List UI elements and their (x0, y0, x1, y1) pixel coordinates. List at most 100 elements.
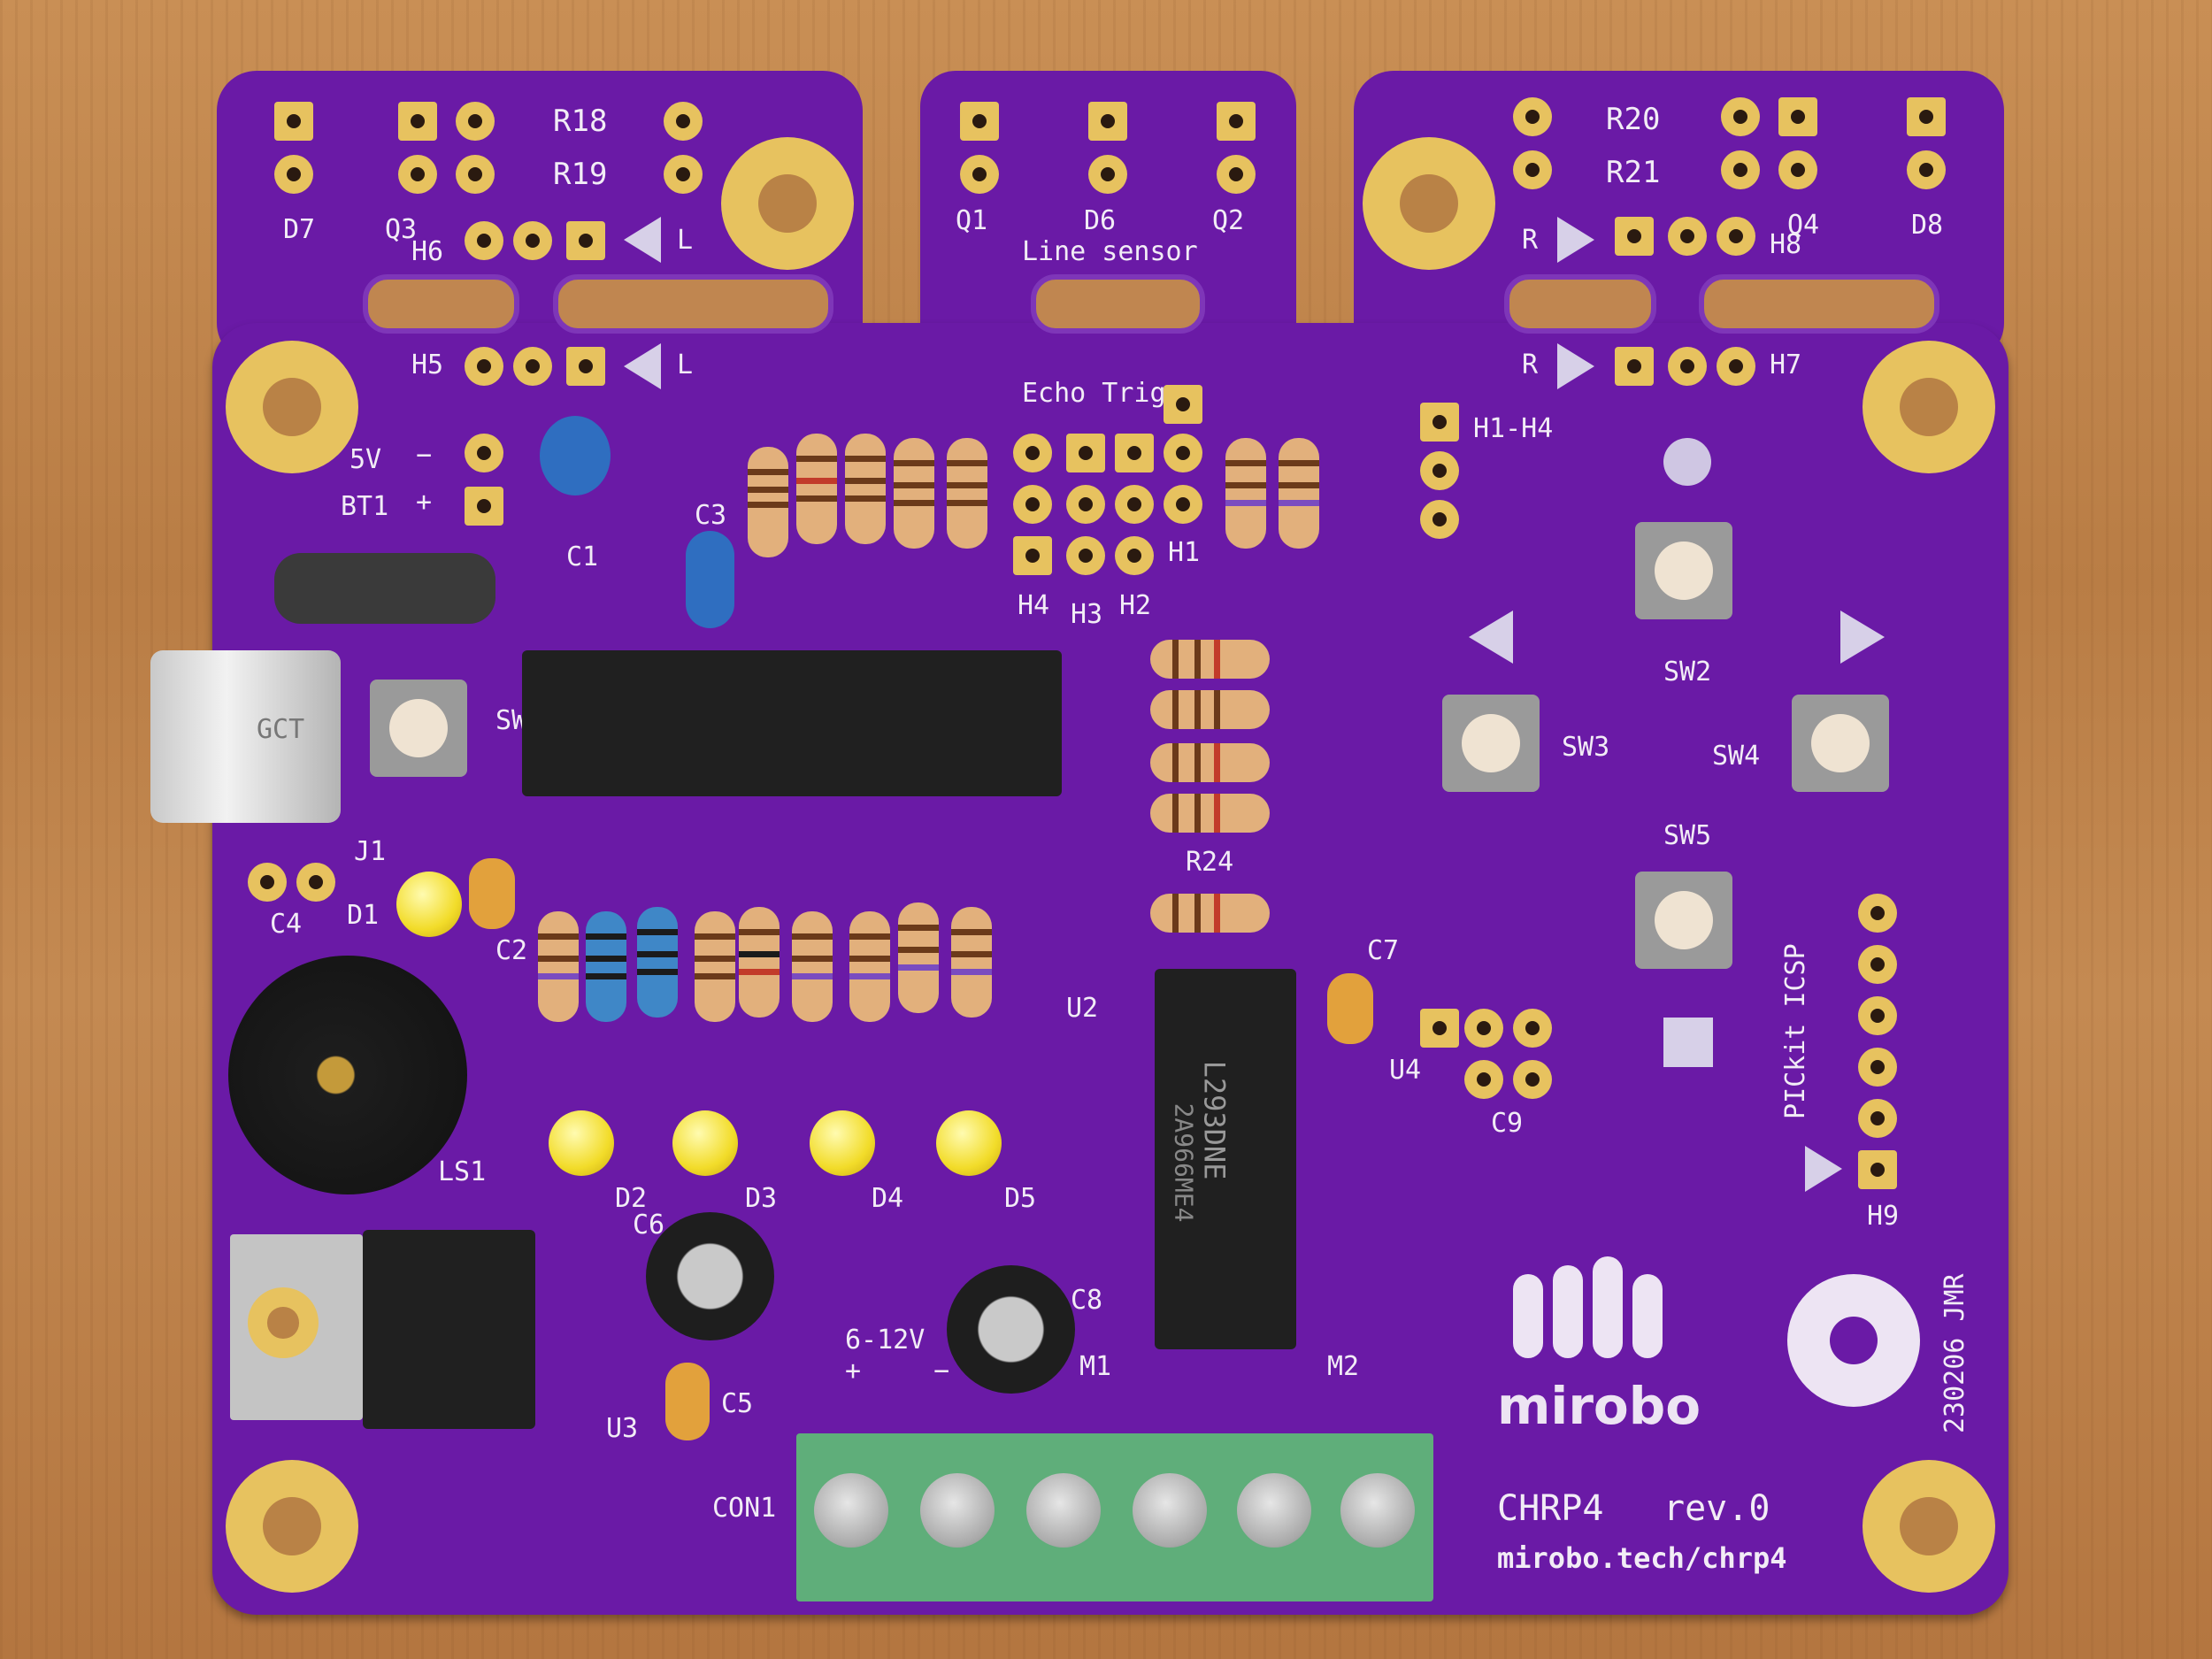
terminal-screw[interactable] (920, 1473, 995, 1548)
label-bt1: BT1 (341, 491, 389, 522)
board-revision: rev.0 (1663, 1488, 1770, 1529)
reset-button-sw1[interactable] (370, 680, 467, 777)
terminal-screw[interactable] (814, 1473, 888, 1548)
pad (1013, 485, 1052, 524)
label-q2: Q2 (1212, 205, 1245, 236)
electrolytic-capacitor-c6 (646, 1212, 774, 1340)
pad (1164, 385, 1202, 424)
breakaway-slot (1699, 274, 1939, 334)
regulator-tab-hole (248, 1287, 319, 1358)
pad (1513, 97, 1552, 136)
button-sw5[interactable] (1635, 872, 1732, 969)
label-r-bottom: R (1522, 349, 1539, 380)
terminal-screw[interactable] (1237, 1473, 1311, 1548)
terminal-screw[interactable] (1340, 1473, 1415, 1548)
resistor (845, 434, 886, 544)
label-c4: C4 (270, 909, 303, 940)
label-m1: M1 (1079, 1351, 1112, 1382)
pad (1858, 945, 1897, 984)
resistor (947, 438, 987, 549)
label-c1: C1 (566, 541, 599, 572)
label-h4: H4 (1018, 590, 1050, 621)
terminal-screw[interactable] (1026, 1473, 1101, 1548)
label-h1-h4: H1-H4 (1473, 413, 1554, 444)
pad (1115, 485, 1154, 524)
pad (1513, 1009, 1552, 1048)
board-name: CHRP4 (1497, 1488, 1604, 1529)
arrow-left-icon (1469, 611, 1513, 664)
pad (1066, 434, 1105, 472)
resistor (792, 911, 833, 1022)
pad (274, 102, 313, 141)
label-5v: 5V (349, 444, 382, 475)
pad (465, 487, 503, 526)
led-d1 (396, 872, 462, 937)
label-minus: − (416, 440, 433, 471)
buzzer-ls1 (228, 956, 467, 1194)
resistor (849, 911, 890, 1022)
pad (465, 221, 503, 260)
label-q4: Q4 (1787, 210, 1820, 241)
ceramic-capacitor-c5 (665, 1363, 710, 1440)
label-d4: D4 (872, 1183, 904, 1214)
pad (1513, 1060, 1552, 1099)
label-d3: D3 (745, 1183, 778, 1214)
resistor (695, 911, 735, 1022)
pad (398, 155, 437, 194)
button-sw3[interactable] (1442, 695, 1540, 792)
mounting-hole (721, 137, 854, 270)
label-q3: Q3 (385, 214, 418, 245)
pad (513, 347, 552, 386)
indicator-square (1663, 1018, 1713, 1067)
pad (1858, 996, 1897, 1035)
pad (566, 221, 605, 260)
label-sw3: SW3 (1562, 732, 1610, 763)
label-h8: H8 (1770, 229, 1802, 260)
mounting-hole (1363, 137, 1495, 270)
terminal-block-con1[interactable] (796, 1433, 1433, 1601)
label-u3: U3 (606, 1413, 639, 1444)
pad (1858, 894, 1897, 933)
ceramic-capacitor-c2 (469, 858, 515, 929)
resistor (1150, 794, 1270, 833)
pad (1164, 434, 1202, 472)
pad (1778, 97, 1817, 136)
label-d6: D6 (1084, 205, 1117, 236)
pad (248, 863, 287, 902)
pad (1217, 155, 1256, 194)
pad (1420, 1009, 1459, 1048)
usb-c-connector[interactable] (150, 650, 341, 823)
arrow-right-icon (1840, 611, 1885, 664)
pad (1858, 1150, 1897, 1189)
button-sw2[interactable] (1635, 522, 1732, 619)
pad (1066, 485, 1105, 524)
pad (1615, 217, 1654, 256)
logo-text: mirobo (1497, 1376, 1701, 1436)
pad (1858, 1048, 1897, 1087)
arrow-right-icon (1557, 217, 1594, 263)
button-sw4[interactable] (1792, 695, 1889, 792)
label-supply-plus: + (845, 1356, 862, 1386)
pad (1717, 347, 1755, 386)
label-c2: C2 (495, 935, 528, 966)
label-q1: Q1 (956, 205, 988, 236)
label-m2: M2 (1327, 1351, 1360, 1382)
mounting-hole (226, 1460, 358, 1593)
resistor (637, 907, 678, 1018)
resistor (951, 907, 992, 1018)
pad (1464, 1060, 1503, 1099)
terminal-screw[interactable] (1133, 1473, 1207, 1548)
resistor (586, 911, 626, 1022)
arrow-right-icon (1805, 1146, 1842, 1192)
label-con1: CON1 (712, 1493, 777, 1524)
arrow-left-icon (624, 343, 661, 389)
logo-bar (1632, 1274, 1663, 1358)
label-r-top: R (1522, 225, 1539, 256)
pad (566, 347, 605, 386)
label-h3: H3 (1071, 599, 1103, 630)
label-r24: R24 (1186, 847, 1234, 878)
label-c6: C6 (633, 1210, 665, 1240)
label-echo-trig: Echo Trig (1022, 378, 1166, 409)
pad (1668, 347, 1707, 386)
resistor (1150, 640, 1270, 679)
